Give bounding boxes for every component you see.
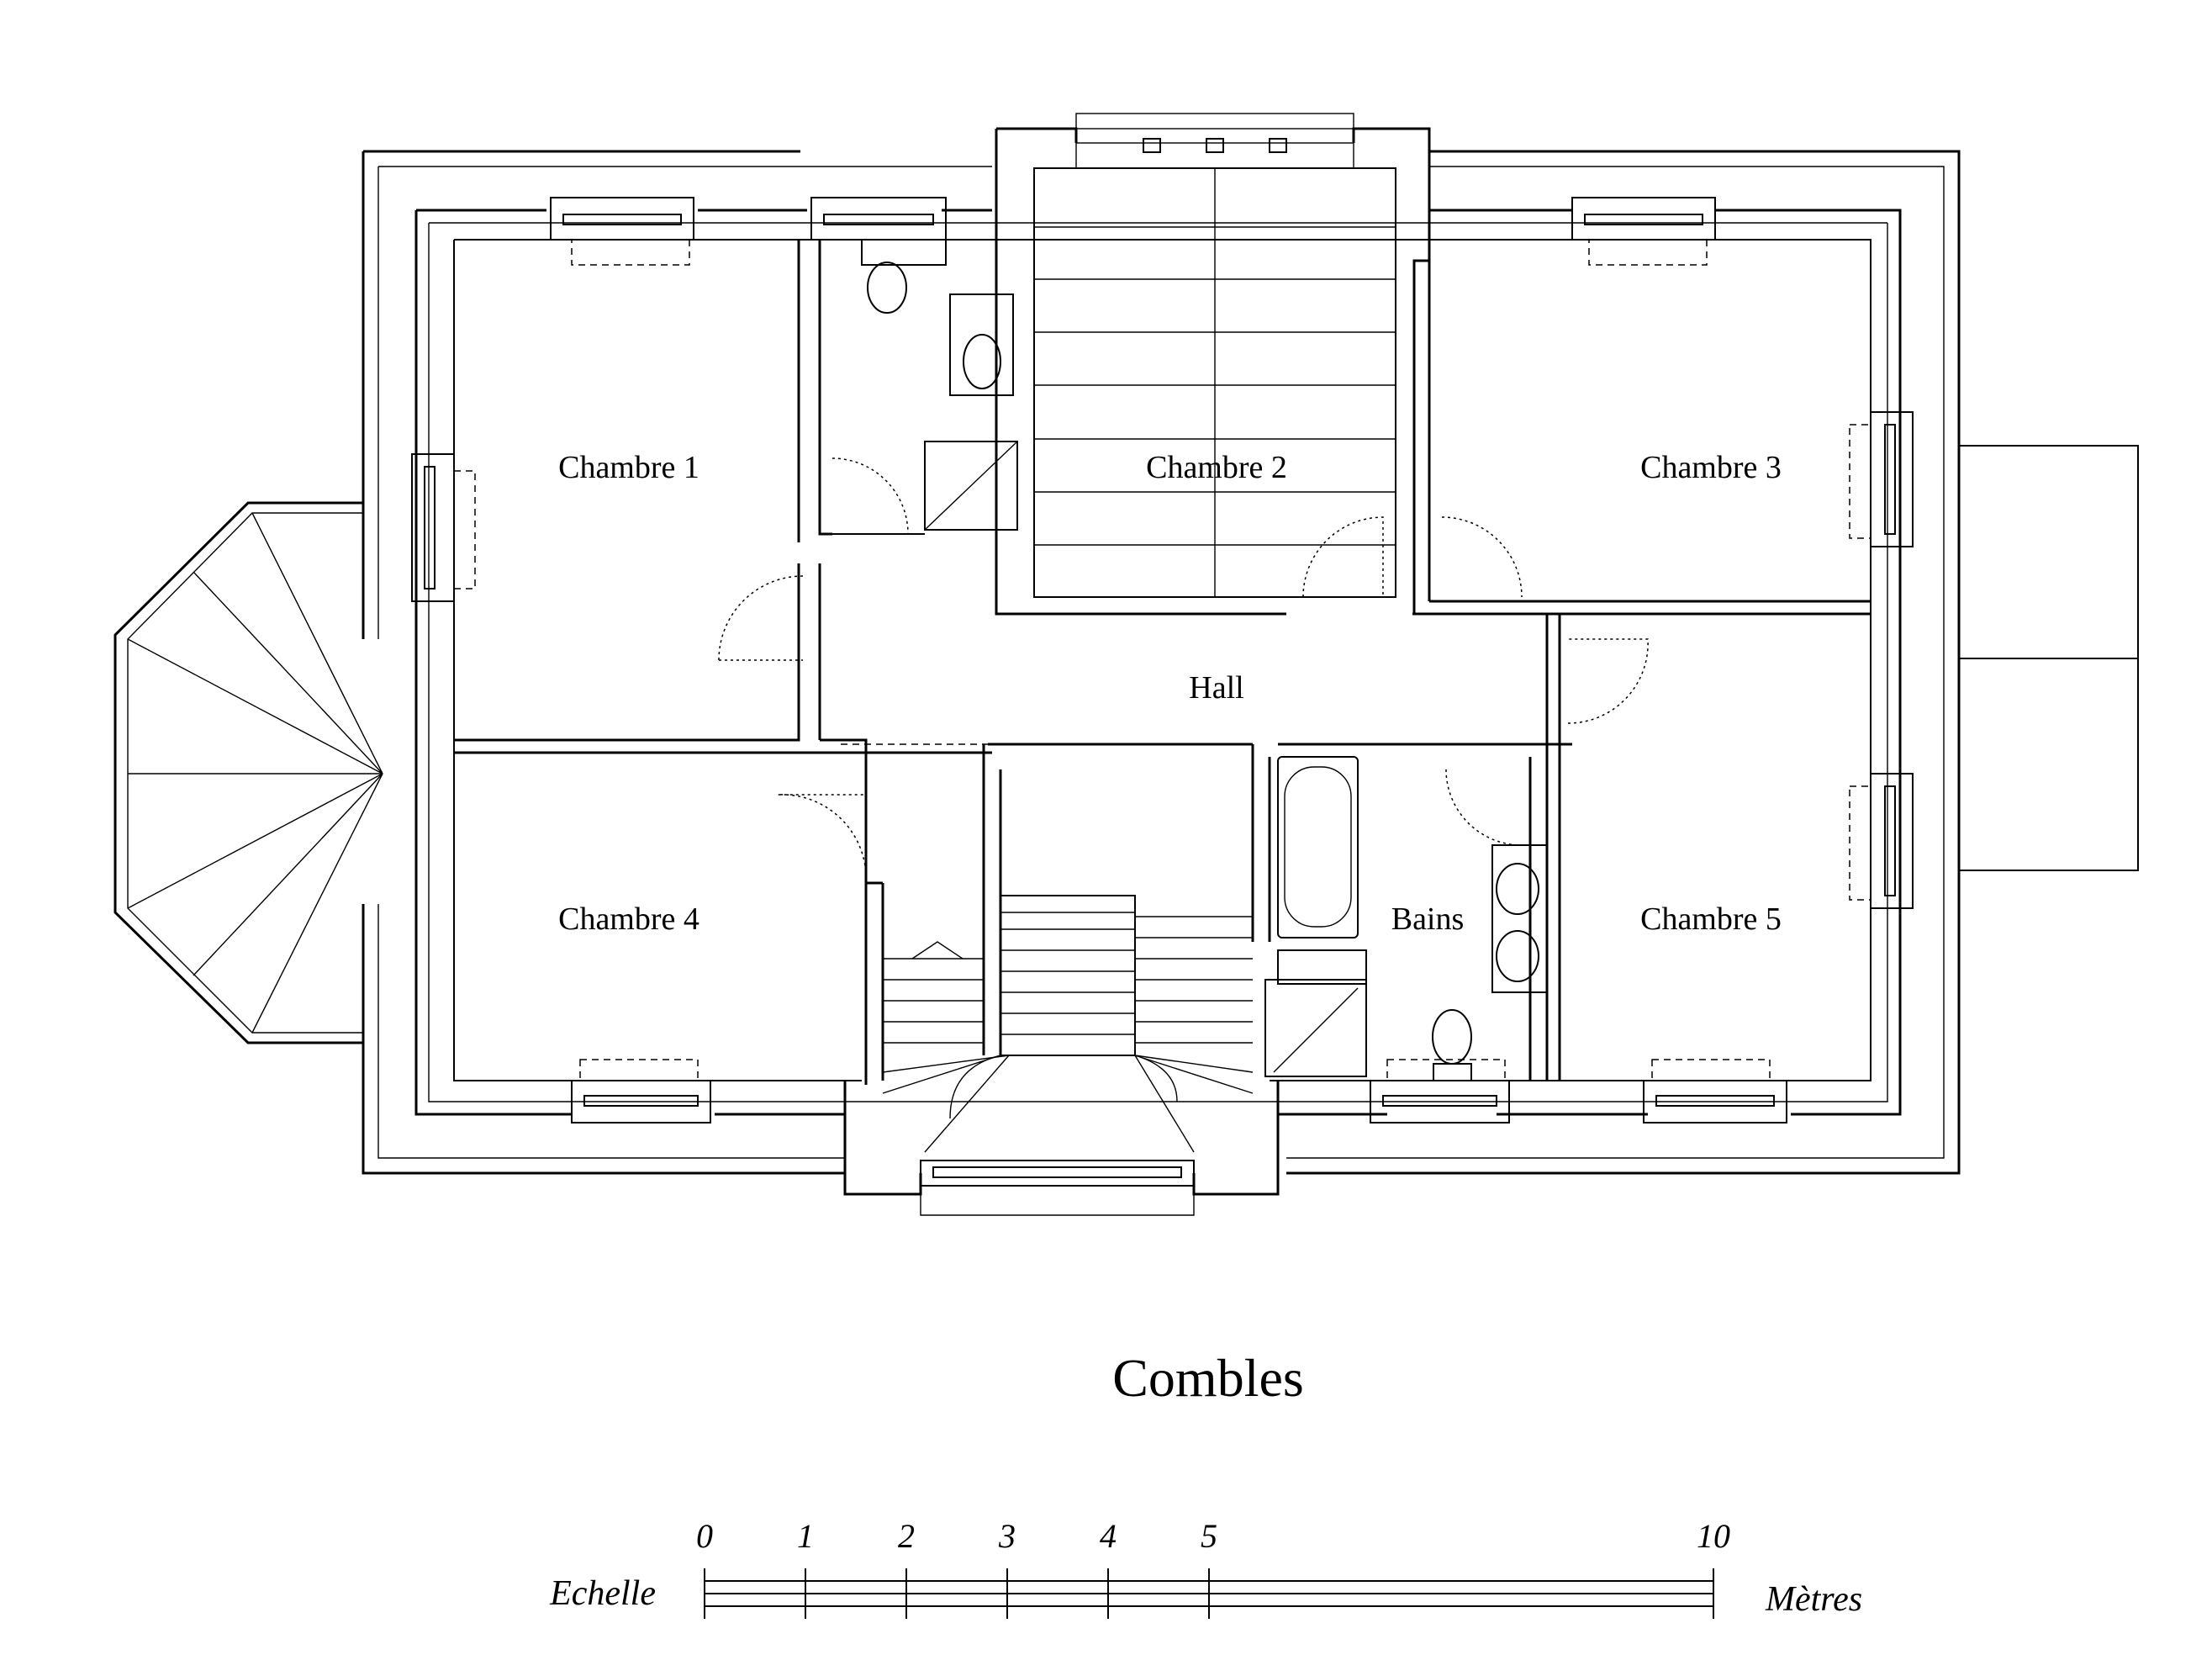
north-projection <box>995 113 1431 616</box>
scale-tick-4: 4 <box>1100 1517 1117 1555</box>
room-label-chambre-5: Chambre 5 <box>1640 901 1782 937</box>
room-label-chambre-3: Chambre 3 <box>1640 450 1782 485</box>
roof-outline <box>362 150 1961 1175</box>
windows <box>411 197 1914 1187</box>
staircase <box>882 895 1254 1153</box>
room-label-chambre-2: Chambre 2 <box>1146 450 1287 485</box>
room-label-chambre-4: Chambre 4 <box>558 901 699 937</box>
room-label-chambre-1: Chambre 1 <box>558 450 699 485</box>
octagonal-bay <box>114 501 383 1044</box>
scale-tick-3: 3 <box>998 1517 1016 1555</box>
scale-tick-0: 0 <box>696 1517 713 1555</box>
doors <box>718 457 1649 884</box>
toilet-icon <box>1432 1009 1472 1065</box>
scale-bar: Echelle Mètres 0 1 2 3 4 5 10 <box>549 1517 1862 1619</box>
scale-label: Echelle <box>549 1574 656 1613</box>
shower-icon <box>924 441 1018 531</box>
scale-tick-2: 2 <box>898 1517 915 1555</box>
scale-tick-10: 10 <box>1697 1517 1730 1555</box>
scale-tick-1: 1 <box>797 1517 814 1555</box>
bathtub-icon <box>1277 756 1359 938</box>
sink-icon <box>963 334 1001 389</box>
shower-icon <box>1264 979 1367 1077</box>
fixtures <box>861 239 1548 1081</box>
sink-icon <box>1496 930 1539 982</box>
room-label-hall: Hall <box>1189 670 1243 706</box>
scale-unit: Mètres <box>1765 1580 1862 1619</box>
room-label-bains: Bains <box>1391 901 1465 937</box>
scale-tick-5: 5 <box>1201 1517 1217 1555</box>
terrace <box>1959 445 2139 871</box>
plan-title: Combles <box>1112 1348 1304 1408</box>
sink-icon <box>1496 863 1539 915</box>
toilet-icon <box>867 262 907 314</box>
